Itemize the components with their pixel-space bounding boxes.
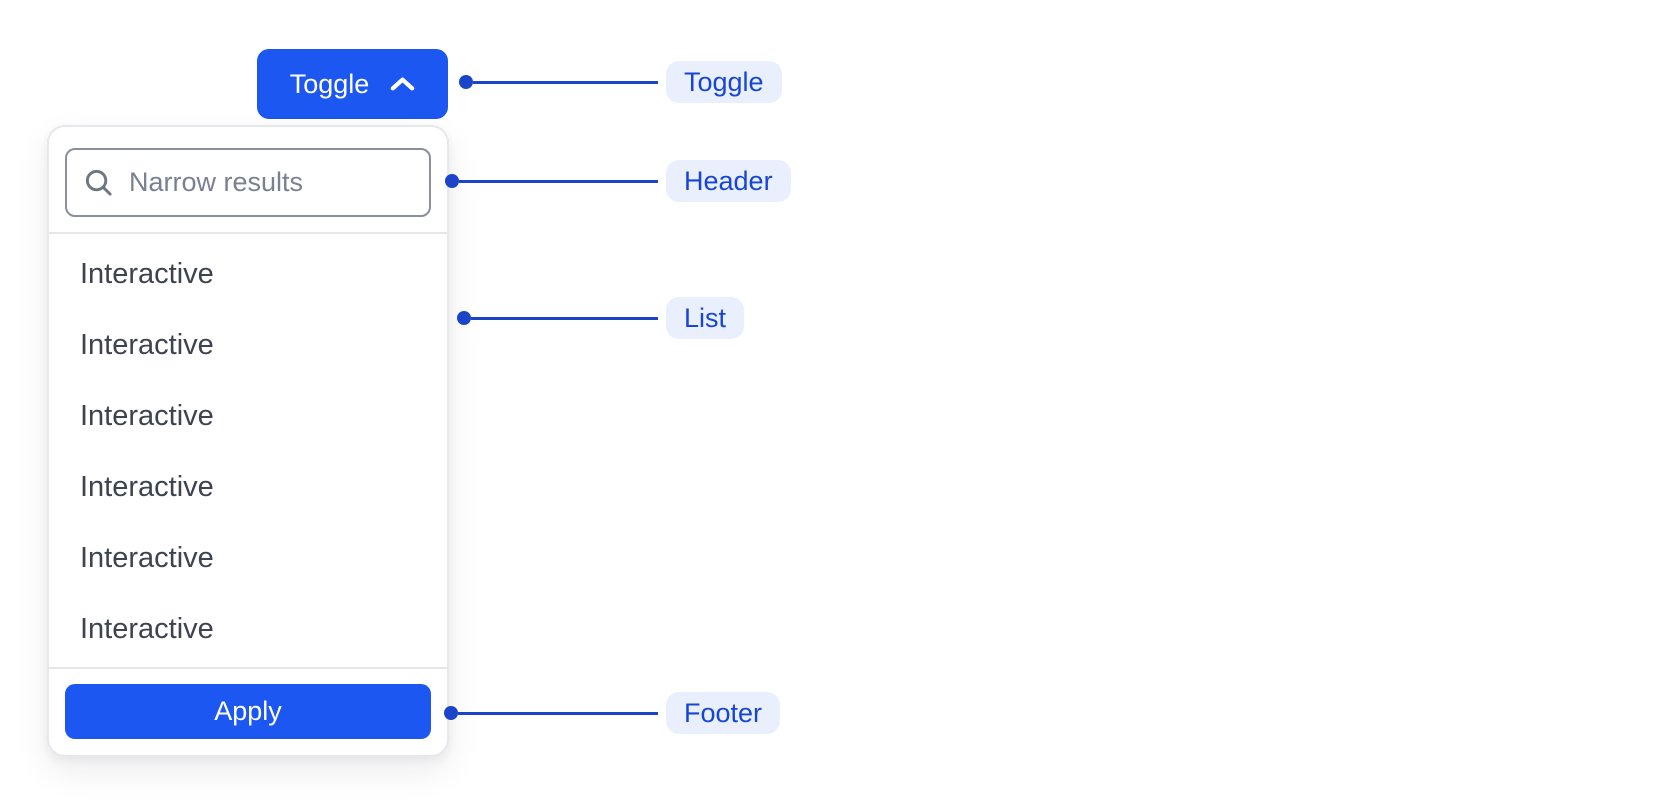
list-item[interactable]: Interactive [80,542,214,574]
list-item[interactable]: Interactive [80,613,214,645]
dropdown-header [49,127,447,234]
annotation-list: List [457,297,745,339]
annotation-line [471,316,658,320]
annotation-line [458,711,658,715]
annotation-dot [444,706,458,720]
annotation-header: Header [445,160,791,202]
annotation-dot [459,75,473,89]
dropdown-list: Interactive Interactive Interactive Inte… [49,234,447,667]
annotation-dot [457,311,471,325]
annotation-dot [445,174,459,188]
list-item[interactable]: Interactive [80,471,214,503]
list-item[interactable]: Interactive [80,329,214,361]
annotation-label-toggle: Toggle [666,61,782,103]
list-item[interactable]: Interactive [80,400,214,432]
annotation-toggle: Toggle [459,61,782,103]
annotation-label-list: List [666,297,745,339]
annotation-line [473,80,658,84]
annotation-label-header: Header [666,160,791,202]
toggle-button-label: Toggle [289,68,370,99]
dropdown-panel: Interactive Interactive Interactive Inte… [47,125,449,757]
list-item[interactable]: Interactive [80,258,214,290]
search-input[interactable] [129,167,413,198]
toggle-button[interactable]: Toggle [257,49,448,119]
annotation-footer: Footer [444,692,781,734]
dropdown-footer: Apply [49,667,447,755]
search-icon [83,167,114,198]
apply-button[interactable]: Apply [65,684,431,739]
chevron-up-icon [390,76,415,92]
annotation-label-footer: Footer [666,692,781,734]
search-input-wrapper[interactable] [65,148,431,217]
annotation-line [459,179,658,183]
